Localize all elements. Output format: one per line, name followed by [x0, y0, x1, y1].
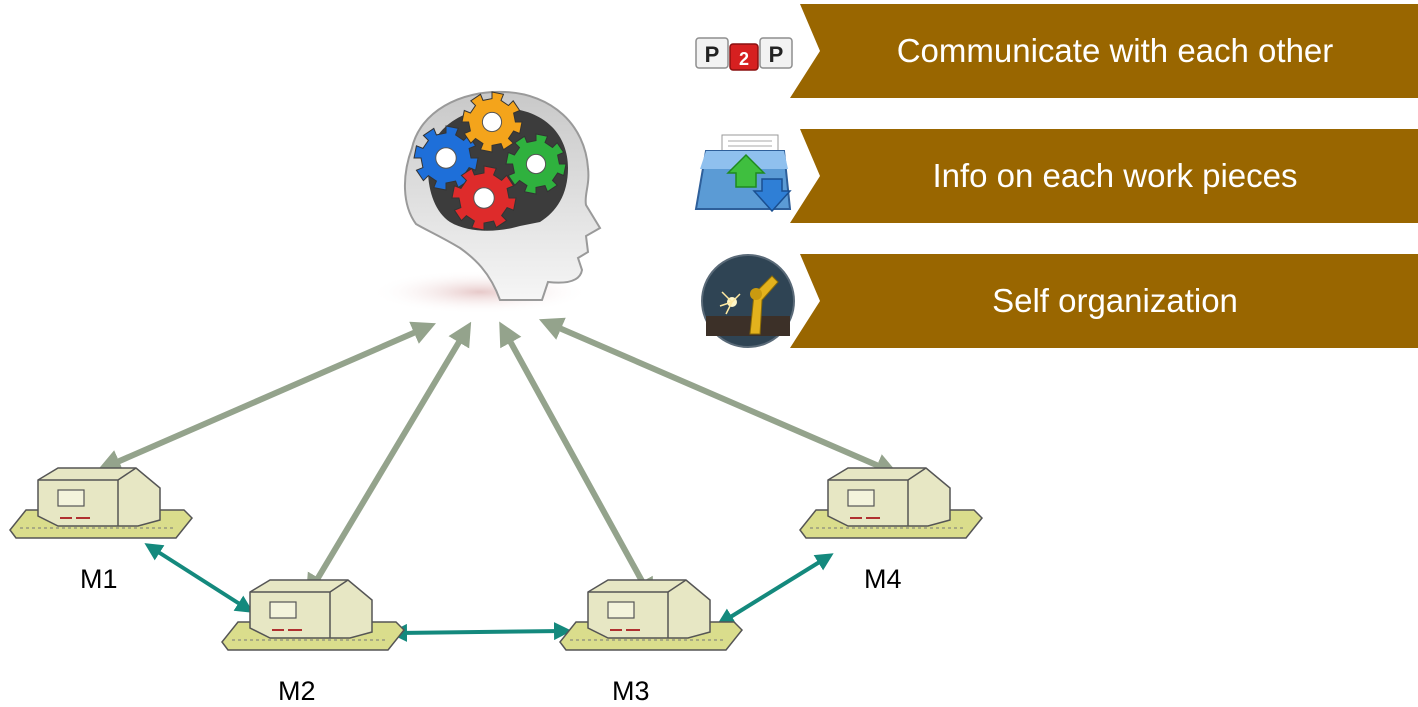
p2p-icon: P 2 P: [692, 4, 804, 98]
gear-blue-icon: [413, 125, 479, 191]
machine-label-m1: M1: [80, 564, 118, 594]
arrow-head-m4: [538, 317, 900, 477]
feature-banner-info: Info on each work pieces: [790, 129, 1418, 223]
document-transfer-icon: [692, 129, 804, 223]
arrow-head-m2: [305, 321, 472, 599]
feature-label: Info on each work pieces: [932, 157, 1298, 194]
feature-banner-communicate: Communicate with each other: [790, 4, 1418, 98]
machine-label-m2: M2: [278, 676, 316, 706]
gears-icon: [413, 91, 567, 231]
p2p-letter: P: [769, 42, 784, 67]
machine-m3-icon: [559, 579, 744, 651]
machine-label-m4: M4: [864, 564, 902, 594]
machine-m1-icon: [9, 467, 194, 539]
arrow-m2-m3: [389, 622, 572, 642]
robot-arm-icon: [692, 254, 804, 348]
feature-banner-self-organization: Self organization: [790, 254, 1418, 348]
gear-red-icon: [451, 165, 517, 231]
arrow-head-m1: [96, 321, 437, 473]
machine-label-m3: M3: [612, 676, 650, 706]
arrow-m3-m4: [716, 553, 834, 626]
p2p-letter: P: [705, 42, 720, 67]
gear-orange-icon: [461, 91, 523, 153]
machine-m4-icon: [799, 467, 984, 539]
head-machine-arrows: [96, 317, 900, 603]
feature-label: Self organization: [992, 282, 1238, 319]
gear-green-icon: [505, 133, 567, 195]
machine-machine-arrows: [144, 543, 834, 642]
feature-label: Communicate with each other: [896, 32, 1334, 69]
arrow-head-m3: [499, 321, 654, 603]
machine-m2-icon: [221, 579, 406, 651]
machines: [9, 467, 984, 651]
p2p-letter: 2: [739, 49, 749, 69]
arrow-m1-m2: [144, 543, 254, 613]
